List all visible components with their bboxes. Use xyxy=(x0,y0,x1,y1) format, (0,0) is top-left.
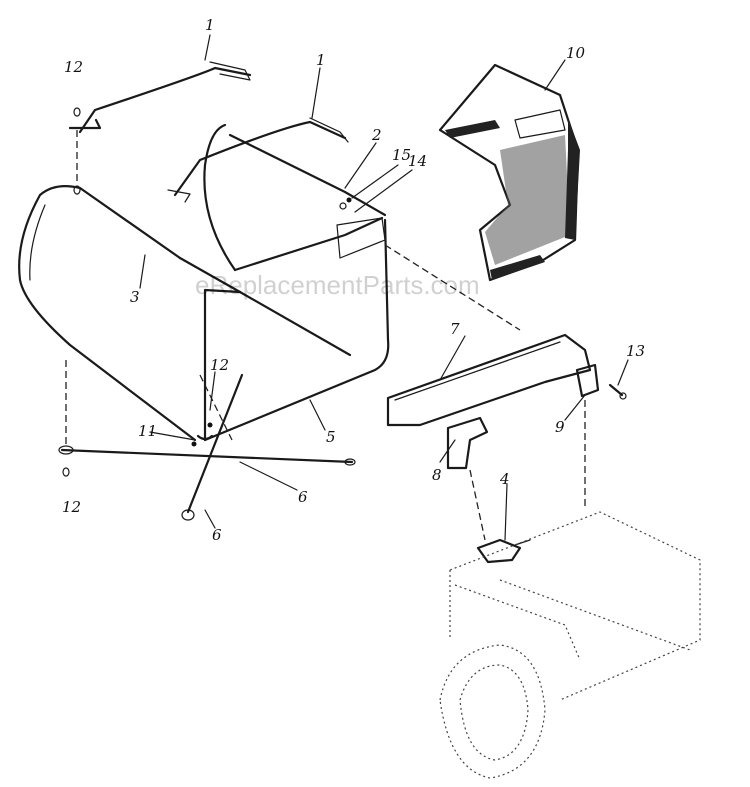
callout-1-right: 1 xyxy=(316,51,326,69)
callout-6-right: 6 xyxy=(298,488,308,506)
hardware-fasteners xyxy=(62,107,386,477)
callout-7: 7 xyxy=(450,320,460,338)
part-1-brace-left xyxy=(68,61,252,134)
part-1-brace-right xyxy=(167,117,349,203)
part-3-frame xyxy=(18,185,242,442)
part-6-rods xyxy=(58,373,356,521)
part-10-grass-bag xyxy=(438,63,580,282)
callout-4: 4 xyxy=(499,470,510,488)
tractor-fender-reference xyxy=(439,511,701,779)
part-4-latch xyxy=(476,538,531,564)
part-7-hitch-bar xyxy=(386,333,592,427)
callout-3: 3 xyxy=(130,288,140,306)
callout-labels: 1 1 12 2 15 14 10 3 7 12 13 11 5 9 8 4 6… xyxy=(62,16,645,544)
callout-10: 10 xyxy=(566,44,586,62)
callout-13: 13 xyxy=(626,342,645,360)
part-13-bolt xyxy=(608,383,627,400)
part-9-bracket xyxy=(575,363,600,398)
callout-1-left: 1 xyxy=(205,16,215,34)
assembly-center-lines xyxy=(65,130,586,541)
part-5-lower-frame xyxy=(196,218,390,442)
callout-11: 11 xyxy=(138,422,157,440)
callout-6-bottom: 6 xyxy=(212,526,222,544)
callout-12-mid: 12 xyxy=(210,356,229,374)
callout-14: 14 xyxy=(408,152,427,170)
callout-9: 9 xyxy=(555,418,565,436)
callout-15: 15 xyxy=(392,146,411,164)
callout-leaders xyxy=(139,34,629,541)
callout-8: 8 xyxy=(432,466,442,484)
callout-5: 5 xyxy=(326,428,336,446)
callout-2: 2 xyxy=(371,126,382,144)
callout-12-bottom: 12 xyxy=(62,498,81,516)
watermark: eReplacementParts.com xyxy=(195,270,480,300)
bag-frame-upper xyxy=(203,123,387,272)
part-8-bracket xyxy=(446,416,489,470)
callout-12-top: 12 xyxy=(64,58,83,76)
